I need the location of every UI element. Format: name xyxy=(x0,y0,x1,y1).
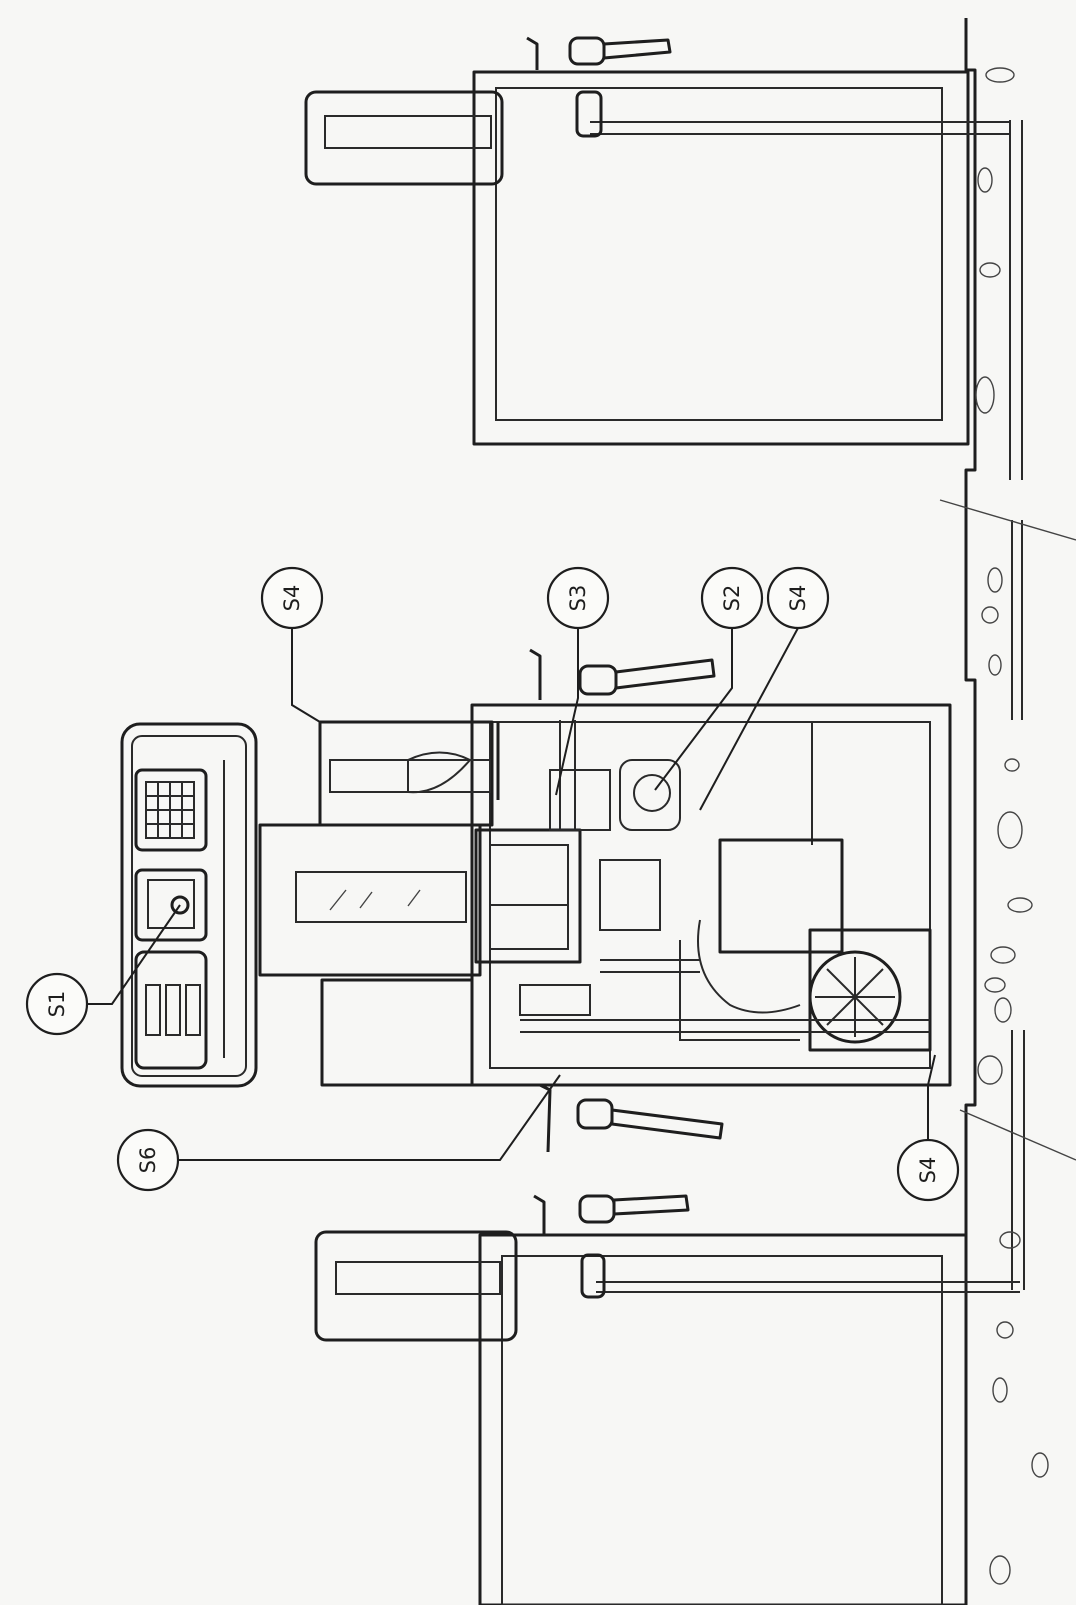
leader-s1 xyxy=(86,904,181,1005)
leader-s4-top xyxy=(291,628,321,723)
callout-s4-right-label: S4 xyxy=(786,585,810,612)
callout-s3-label: S3 xyxy=(566,585,590,612)
bottom-cabinet xyxy=(314,1194,1020,1605)
callout-s1-label: S1 xyxy=(45,991,69,1018)
control-panel xyxy=(120,722,258,1088)
callout-s2: S2 xyxy=(700,566,764,630)
leader-s2 xyxy=(654,628,733,791)
callout-s1: S1 xyxy=(25,972,89,1036)
leader-s4-right xyxy=(699,627,799,811)
callout-s4-top: S4 xyxy=(260,566,324,630)
callout-s3: S3 xyxy=(546,566,610,630)
callout-s4-right: S4 xyxy=(766,566,830,630)
leader-s4-bottom xyxy=(927,1054,936,1140)
callout-s4-bottom: S4 xyxy=(896,1138,960,1202)
leader-s6 xyxy=(178,1074,561,1161)
callouts: S1 S2 S3 S4 S4 S4 S6 xyxy=(25,566,960,1202)
central-machine xyxy=(258,648,952,1153)
callout-s6-label: S6 xyxy=(136,1147,160,1174)
callout-s4-top-label: S4 xyxy=(280,585,304,612)
callout-s2-label: S2 xyxy=(720,585,744,612)
callout-s6: S6 xyxy=(116,1128,180,1192)
top-cabinet xyxy=(304,36,1010,446)
leader-s3 xyxy=(555,628,579,796)
floor-foundation xyxy=(939,18,1076,1605)
callout-s4-bottom-label: S4 xyxy=(916,1157,940,1184)
